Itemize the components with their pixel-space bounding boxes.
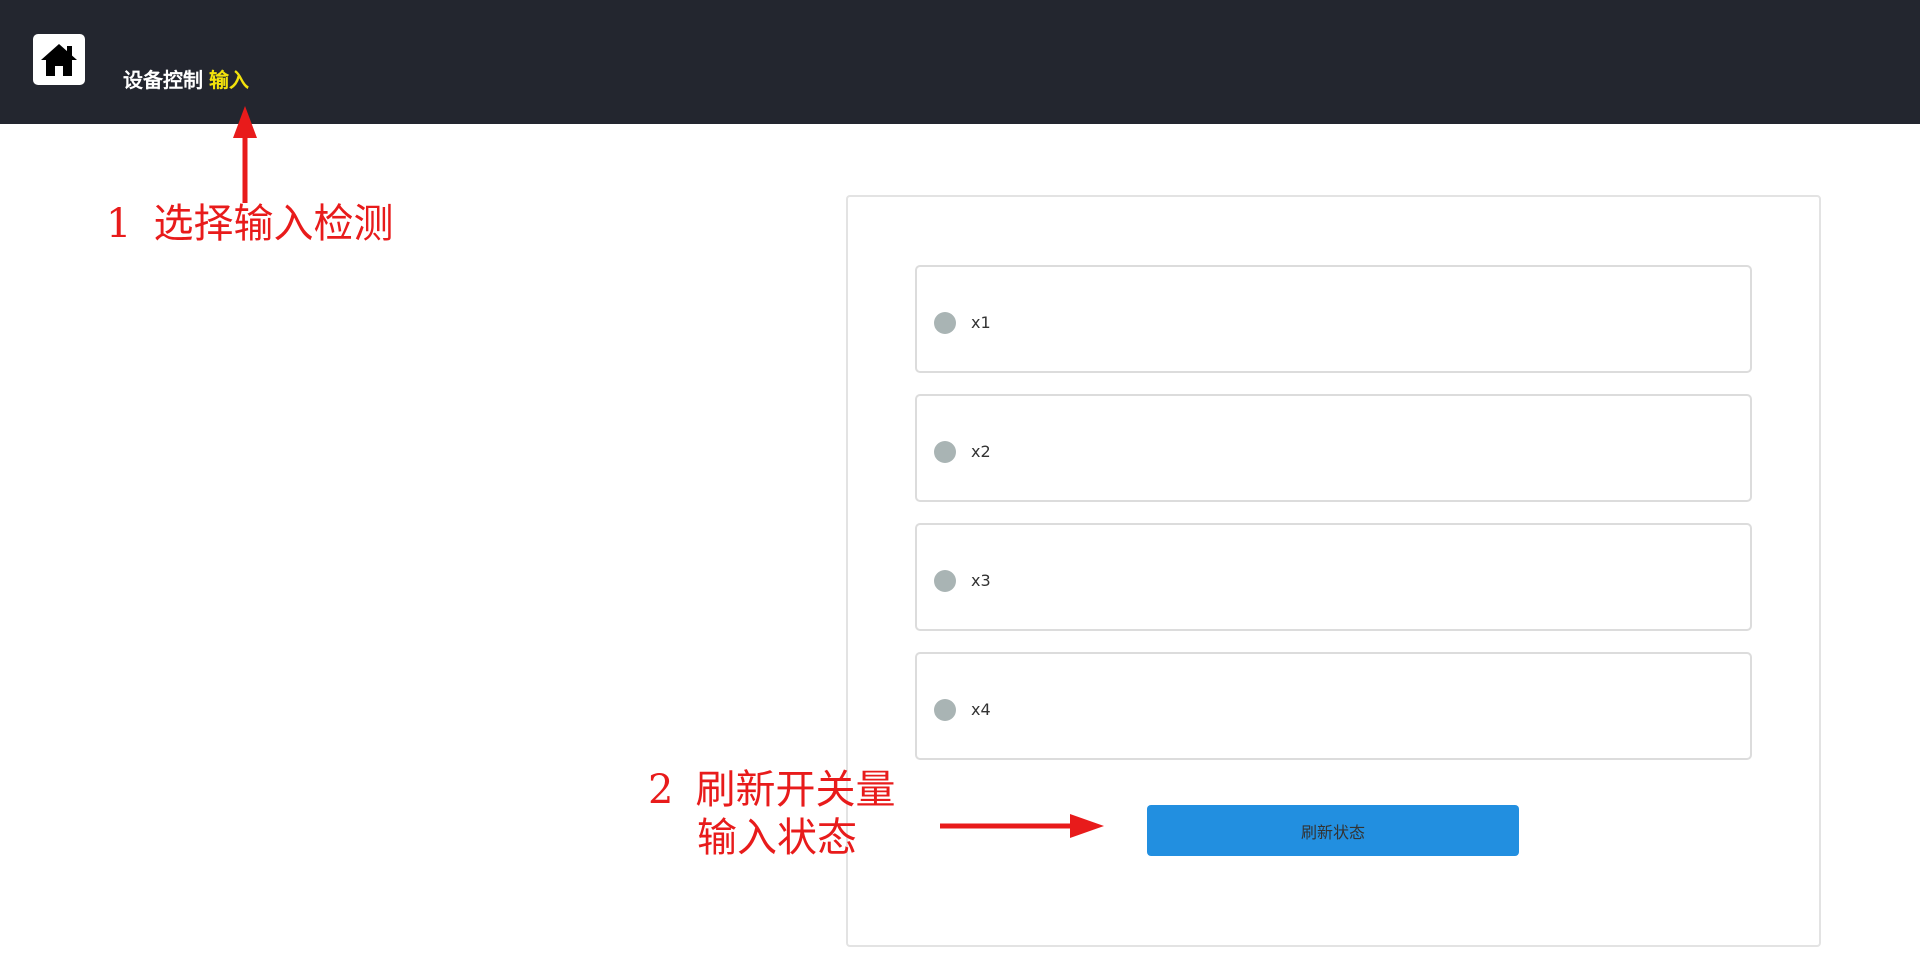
status-indicator — [934, 570, 956, 592]
home-button[interactable] — [33, 34, 85, 85]
input-label: x3 — [971, 571, 991, 590]
arrow-right — [940, 814, 1104, 838]
input-row-x2: x2 — [915, 394, 1752, 502]
breadcrumb: 设备控制输入 — [123, 64, 249, 93]
arrow-up — [233, 106, 257, 203]
nav-device-control[interactable]: 设备控制 — [123, 68, 203, 92]
input-label: x1 — [971, 313, 991, 332]
status-indicator — [934, 699, 956, 721]
input-row-x4: x4 — [915, 652, 1752, 760]
status-indicator — [934, 312, 956, 334]
input-label: x4 — [971, 700, 991, 719]
status-indicator — [934, 441, 956, 463]
input-label: x2 — [971, 442, 991, 461]
home-icon — [41, 43, 77, 76]
refresh-status-button[interactable]: 刷新状态 — [1147, 805, 1519, 856]
top-navbar: 设备控制输入 — [0, 0, 1920, 124]
input-row-x3: x3 — [915, 523, 1752, 631]
input-row-x1: x1 — [915, 265, 1752, 373]
nav-input[interactable]: 输入 — [209, 68, 249, 92]
